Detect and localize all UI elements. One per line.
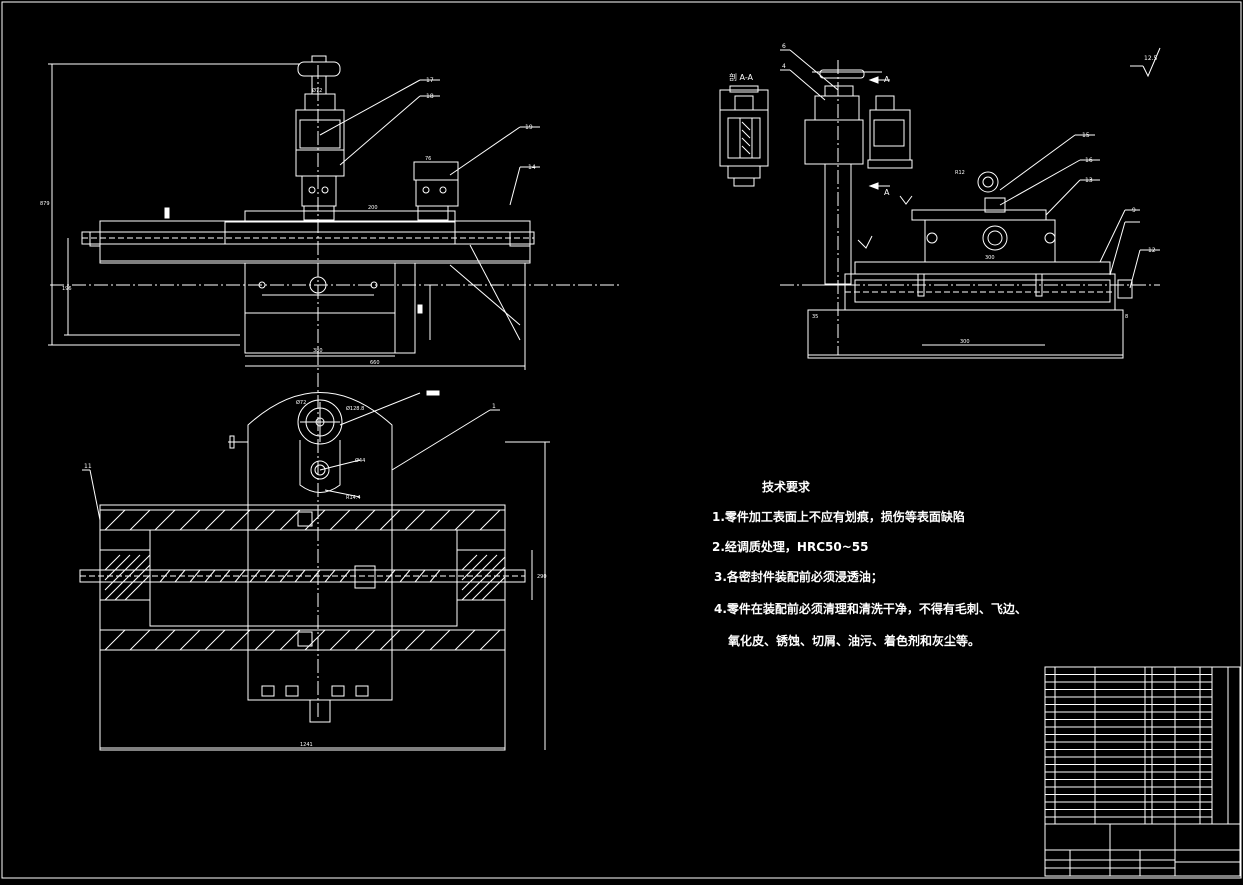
dim-300-lower: 300: [960, 339, 970, 345]
side-view: [719, 47, 1161, 359]
arrow-label-a-lower: A: [884, 188, 890, 197]
top-view: [79, 390, 550, 751]
dim-196: 196: [62, 286, 72, 292]
title-block: [1044, 666, 1241, 877]
part-6: 6: [782, 43, 786, 50]
dim-660: 660: [370, 360, 380, 366]
part-9: 9: [1132, 207, 1136, 214]
drawing-labels: 剖 A-A A A 12.5 17 18 19 14 15 16 13 9 12…: [40, 43, 1158, 748]
part-12: 12: [1148, 247, 1156, 254]
tech-req-item-3: 3.各密封件装配前必须浸透油；: [714, 570, 883, 584]
dim-35: 35: [812, 314, 818, 320]
dim-8: 8: [1125, 314, 1128, 320]
part-4: 4: [782, 63, 786, 70]
part-18: 18: [426, 93, 434, 100]
front-view: [48, 55, 620, 720]
part-15: 15: [1082, 132, 1090, 139]
tech-req-item-2: 2.经调质处理，HRC50~55: [712, 540, 869, 554]
dim-d44: Ø44: [355, 457, 365, 464]
dim-d72-top: Ø72: [312, 87, 322, 94]
tech-req-title: 技术要求: [762, 480, 811, 494]
section-label: 剖 A-A: [729, 72, 754, 82]
tech-req-item-4: 4.零件在装配前必须清理和清洗干净，不得有毛刺、飞边、: [714, 602, 1027, 616]
roughness-value: 12.5: [1144, 55, 1158, 62]
dim-380: 380: [313, 348, 323, 354]
part-11: 11: [84, 463, 92, 470]
dim-r12: R12: [955, 170, 965, 176]
dim-d128: Ø128.8: [346, 405, 364, 412]
dim-76: 76: [425, 156, 431, 162]
dim-200: 200: [368, 205, 378, 211]
part-17: 17: [426, 77, 434, 84]
part-14: 14: [528, 164, 536, 171]
part-19: 19: [525, 124, 533, 131]
tech-req-item-1: 1.零件加工表面上不应有划痕，损伤等表面缺陷: [712, 510, 965, 524]
dim-290: 290: [537, 574, 547, 580]
tech-req-item-5: 氧化皮、锈蚀、切屑、油污、着色剂和灰尘等。: [728, 634, 981, 648]
dim-300-upper: 300: [985, 255, 995, 261]
dim-1241: 1241: [300, 742, 313, 748]
part-13: 13: [1085, 177, 1093, 184]
dim-r14: R14.4: [346, 495, 361, 501]
dim-d72-bottom: Ø72: [296, 399, 306, 406]
dim-879: 879: [40, 201, 50, 207]
part-1: 1: [492, 403, 496, 410]
arrow-label-a: A: [884, 75, 890, 84]
part-16: 16: [1085, 157, 1093, 164]
